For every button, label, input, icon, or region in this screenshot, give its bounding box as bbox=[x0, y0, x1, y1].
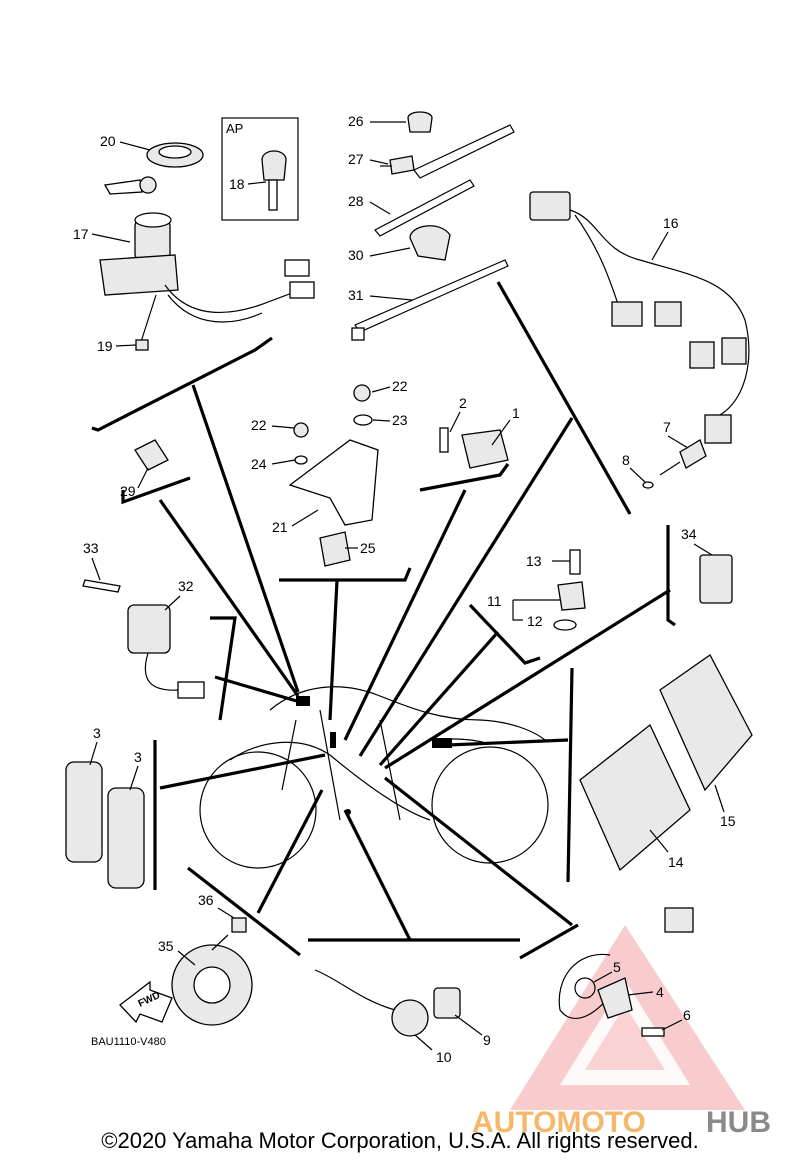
callout-11: 11 bbox=[487, 593, 502, 609]
sensors-9-10 bbox=[314, 969, 461, 1037]
callout-33: 33 bbox=[83, 540, 99, 556]
ap-key-box bbox=[221, 117, 299, 221]
forward-arrow: FWD bbox=[119, 980, 173, 1024]
clamps-and-ties bbox=[351, 111, 515, 341]
sub-wire-harness bbox=[529, 191, 750, 444]
ignition-coils bbox=[65, 761, 145, 889]
callout-32: 32 bbox=[178, 578, 194, 594]
callout-30: 30 bbox=[348, 247, 364, 263]
horn-35-36 bbox=[171, 917, 253, 1026]
callout-10: 10 bbox=[436, 1049, 452, 1065]
callout-36: 36 bbox=[198, 892, 214, 908]
socket-32-33 bbox=[82, 579, 205, 699]
callout-1: 1 bbox=[512, 405, 520, 421]
watermark-automoto: AUTOMOTO bbox=[472, 1106, 646, 1139]
callout-20: 20 bbox=[100, 133, 116, 149]
callout-22b: 22 bbox=[392, 378, 408, 394]
callout-21: 21 bbox=[272, 519, 288, 535]
callout-4: 4 bbox=[656, 984, 664, 1000]
callout-27: 27 bbox=[348, 151, 364, 167]
callout-28: 28 bbox=[348, 193, 364, 209]
group-frames bbox=[91, 281, 676, 960]
callout-17: 17 bbox=[73, 226, 89, 242]
callout-3a: 3 bbox=[93, 725, 101, 741]
watermark-logo bbox=[510, 925, 745, 1110]
bracket-assembly bbox=[288, 384, 379, 567]
callout-12: 12 bbox=[527, 613, 543, 629]
callout-31: 31 bbox=[348, 287, 364, 303]
callout-15: 15 bbox=[720, 813, 736, 829]
callout-16: 16 bbox=[663, 215, 679, 231]
watermark-hub: HUB bbox=[706, 1106, 771, 1139]
callout-7: 7 bbox=[663, 419, 671, 435]
callout-labels: 1 2 3 3 4 5 6 7 8 9 10 11 12 13 14 15 16… bbox=[73, 113, 736, 1065]
relay-34 bbox=[699, 554, 733, 604]
sensor-11-13 bbox=[512, 549, 586, 631]
callout-22a: 22 bbox=[251, 417, 267, 433]
motorcycle-outline bbox=[199, 686, 549, 869]
sensor-1-2 bbox=[439, 427, 509, 469]
temp-sensor bbox=[642, 439, 707, 489]
copyright-notice: ©2020 Yamaha Motor Corporation, U.S.A. A… bbox=[101, 1128, 699, 1153]
callout-26: 26 bbox=[348, 113, 364, 129]
callout-25: 25 bbox=[360, 540, 376, 556]
main-switch-assembly bbox=[99, 142, 315, 351]
callout-35: 35 bbox=[158, 938, 174, 954]
ap-label: AP bbox=[226, 121, 243, 136]
callout-18: 18 bbox=[229, 176, 245, 192]
reference-code: BAU1110-V480 bbox=[91, 1036, 166, 1048]
callout-9: 9 bbox=[483, 1032, 491, 1048]
callout-6: 6 bbox=[683, 1007, 691, 1023]
callout-23: 23 bbox=[392, 412, 408, 428]
part-29 bbox=[134, 439, 169, 471]
leader-lines bbox=[158, 384, 671, 941]
callout-34: 34 bbox=[681, 526, 697, 542]
callout-8: 8 bbox=[622, 452, 630, 468]
callout-24: 24 bbox=[251, 456, 267, 472]
callout-2: 2 bbox=[459, 395, 467, 411]
callout-5: 5 bbox=[613, 959, 621, 975]
callout-3b: 3 bbox=[134, 749, 142, 765]
sensor-4-6 bbox=[558, 907, 694, 1037]
callout-14: 14 bbox=[668, 854, 684, 870]
callout-13: 13 bbox=[526, 553, 542, 569]
callout-19: 19 bbox=[97, 338, 113, 354]
callout-29: 29 bbox=[120, 483, 136, 499]
ecu-14-15 bbox=[579, 654, 753, 872]
